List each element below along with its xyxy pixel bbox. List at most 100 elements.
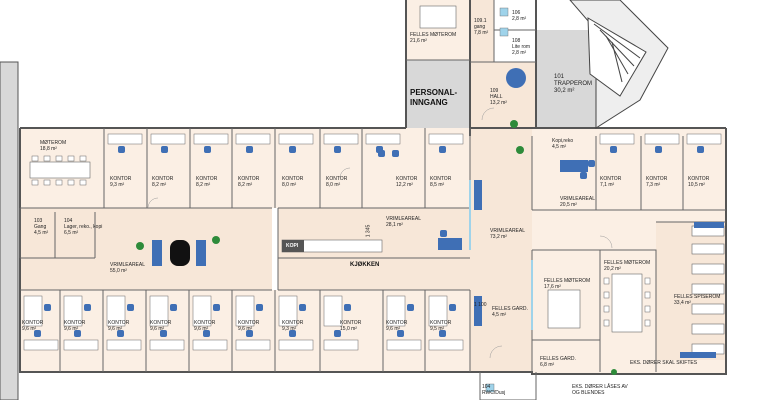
- room-label-106: 106 2,8 m²: [512, 10, 526, 22]
- meeting-chairs: [31, 155, 651, 327]
- room-name: KONTOR: [196, 176, 218, 182]
- room-area: 6,5 m²: [64, 230, 79, 236]
- room-name: KONTOR: [600, 176, 622, 182]
- room-name: 108: [512, 38, 521, 44]
- room-area: 13,2 m²: [490, 100, 507, 106]
- desk: [386, 339, 422, 351]
- office-chair: [378, 150, 385, 157]
- glass-walls: [469, 180, 533, 330]
- room-label-felles-gard-a: FELLES GARD. 4,5 m²: [492, 306, 528, 318]
- plants: [136, 120, 617, 375]
- lounge-table: [170, 240, 190, 266]
- room-area: 8,2 m²: [196, 182, 211, 188]
- desk: [686, 133, 722, 145]
- room-name: KONTOR: [110, 176, 132, 182]
- room-area: 21,6 m²: [410, 38, 427, 44]
- room-label-lager-104: 104 Lager, reko., kopi 6,5 m²: [64, 218, 102, 236]
- dimension-label-1: 1 345: [365, 224, 372, 238]
- room-name: KONTOR: [688, 176, 710, 182]
- office-chair: [392, 150, 399, 157]
- room-area: 7,1 m²: [600, 182, 615, 188]
- kopi-label: KOPI: [286, 243, 299, 249]
- office-chair: [74, 330, 81, 337]
- personalinngang-line-1: PERSONAL-: [410, 88, 458, 97]
- desk: [23, 295, 43, 327]
- desk: [323, 133, 359, 145]
- door-swings: [147, 107, 613, 359]
- note-line-2: OG BLENDES: [572, 390, 605, 396]
- room-area: 20,5 m²: [560, 202, 577, 208]
- room-area: 4,5 m²: [34, 230, 49, 236]
- room-area: 17,6 m²: [544, 284, 561, 290]
- room-area: 9,3 m²: [110, 182, 125, 188]
- desk: [23, 339, 59, 351]
- room-name: FELLES GARD.: [540, 356, 576, 362]
- room-name: 101: [554, 74, 565, 80]
- island-blue: [438, 238, 462, 250]
- annex-left: [0, 61, 19, 400]
- desk: [149, 295, 169, 327]
- room-area: 28,1 m²: [386, 222, 403, 228]
- room-sub: gang: [474, 24, 486, 30]
- room-name: KONTOR: [238, 176, 260, 182]
- office-chair: [397, 330, 404, 337]
- room-area: 9,5 m²: [430, 326, 445, 332]
- room-label-108: 108 Lite rom 2,8 m²: [512, 38, 530, 56]
- office-chair: [204, 146, 211, 153]
- room-name: KONTOR: [646, 176, 668, 182]
- room-name: KONTOR: [150, 320, 172, 326]
- room-name: KONTOR: [238, 320, 260, 326]
- room-area: 30,2 m²: [554, 88, 575, 94]
- office-chair: [246, 330, 253, 337]
- room-area: 10,5 m²: [688, 182, 705, 188]
- office-chair: [407, 304, 414, 311]
- room-label-felles-spiserom: FELLES SPISEROM 33,4 m²: [674, 294, 720, 306]
- room-area: 4,5 m²: [492, 312, 507, 318]
- office-desks: [23, 133, 722, 351]
- office-chair: [439, 146, 446, 153]
- room-area: 6,8 m²: [540, 362, 555, 368]
- room-name: Kopi,reko: [552, 138, 574, 144]
- office-chair: [655, 146, 662, 153]
- room-name: 104: [64, 218, 73, 224]
- vrimleareal-right-floor: [470, 136, 532, 372]
- room-label-gang-1091: 109.1 gang 7,8 m²: [474, 18, 488, 36]
- room-area: 20,2 m²: [604, 266, 621, 272]
- desk: [149, 339, 185, 351]
- desk: [323, 295, 343, 327]
- desk: [106, 295, 126, 327]
- office-chair: [34, 330, 41, 337]
- room-name: KONTOR: [340, 320, 362, 326]
- room-sub: HALL: [490, 94, 503, 100]
- room-name: 106: [512, 10, 521, 16]
- office-chair: [160, 330, 167, 337]
- office-chair: [44, 304, 51, 311]
- room-area: 2,8 m²: [512, 16, 527, 22]
- desk: [107, 133, 143, 145]
- office-chair: [580, 172, 587, 179]
- personalinngang-label: PERSONAL- INNGANG: [410, 88, 457, 108]
- room-area: 9,6 m²: [386, 326, 401, 332]
- room-area: 9,6 m²: [194, 326, 209, 332]
- room-name: KONTOR: [152, 176, 174, 182]
- personalinngang-box: [406, 60, 470, 128]
- office-chair: [246, 146, 253, 153]
- room-name: 109: [490, 88, 499, 94]
- office-chair: [440, 230, 447, 237]
- room-name: KONTOR: [326, 176, 348, 182]
- outer-walls: [19, 0, 727, 375]
- room-name: KONTOR: [430, 176, 452, 182]
- dimension-label-2: 1 100: [474, 302, 487, 308]
- room-sub: Gang: [34, 224, 47, 230]
- room-area: 9,6 m²: [22, 326, 37, 332]
- desk: [150, 133, 186, 145]
